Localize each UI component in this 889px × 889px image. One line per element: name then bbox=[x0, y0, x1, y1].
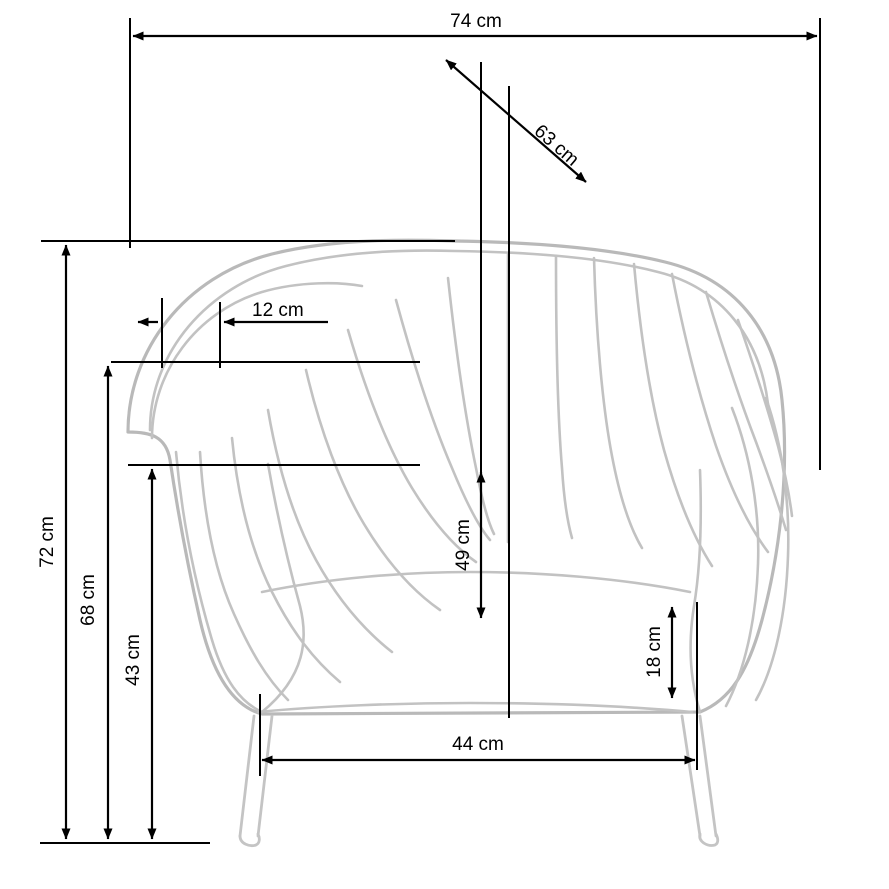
seat-cushion-line bbox=[260, 570, 692, 594]
dim-arrow-63 bbox=[445, 59, 587, 183]
front-right-leg-inner bbox=[680, 714, 702, 838]
tuft-line-right-3 bbox=[632, 262, 714, 568]
dim-label-backrest-height: 68 cm bbox=[78, 574, 99, 626]
tuft-line-right-6 bbox=[736, 318, 794, 518]
dimension-overall-height: 72 cm bbox=[37, 244, 71, 840]
dimension-overall-depth: 63 cm bbox=[445, 59, 587, 718]
left-armrest-inner bbox=[150, 281, 364, 440]
tuft-line-right-2 bbox=[592, 256, 644, 550]
right-armrest-outer bbox=[754, 396, 790, 702]
dimension-leg-height: 18 cm bbox=[644, 602, 698, 770]
dim-label-seat-width: 44 cm bbox=[452, 734, 504, 755]
seat-front-edge bbox=[256, 701, 694, 714]
tuft-line-left-7 bbox=[446, 276, 496, 536]
tuft-line-left-4 bbox=[304, 368, 442, 612]
dim-label-seat-back-height: 49 cm bbox=[453, 519, 474, 571]
dimension-backrest-height: 68 cm bbox=[78, 365, 113, 840]
dim-label-leg-height: 18 cm bbox=[644, 626, 665, 678]
front-right-leg bbox=[698, 714, 718, 838]
tuft-line-left-2 bbox=[230, 436, 342, 684]
chair-body-outline bbox=[126, 238, 787, 716]
seat-well-left bbox=[260, 462, 305, 714]
front-left-leg bbox=[238, 714, 256, 838]
tuft-line-left-3 bbox=[266, 408, 394, 654]
front-left-leg-foot bbox=[238, 832, 261, 847]
left-arm-lower-sweep bbox=[174, 450, 264, 714]
dimension-seat-back-height: 49 cm bbox=[453, 471, 486, 619]
dimension-armrest-width: 12 cm bbox=[137, 298, 328, 368]
dimension-overall-width: 74 cm bbox=[129, 11, 821, 470]
dim-label-overall-width: 74 cm bbox=[450, 11, 502, 32]
tuft-line-right-1 bbox=[554, 254, 574, 540]
front-right-leg-foot bbox=[698, 832, 720, 847]
tuft-line-right-4 bbox=[670, 272, 770, 554]
dimension-seat-width: 44 cm bbox=[259, 694, 696, 776]
right-armrest-inner bbox=[724, 406, 760, 708]
tuft-line-right-5 bbox=[704, 290, 788, 532]
front-left-leg-inner bbox=[256, 714, 274, 838]
dimension-armrest-height: 43 cm bbox=[123, 468, 157, 840]
tuft-line-left-5 bbox=[346, 328, 478, 564]
backrest-rim-line bbox=[148, 249, 770, 432]
dim-label-armrest-width: 12 cm bbox=[252, 300, 304, 321]
tuft-line-left-1 bbox=[198, 450, 290, 702]
dim-label-armrest-height: 43 cm bbox=[123, 634, 144, 686]
tuft-line-left-6 bbox=[394, 298, 492, 542]
dim-label-overall-depth: 63 cm bbox=[530, 121, 583, 171]
dim-label-overall-height: 72 cm bbox=[37, 516, 58, 568]
seat-well-right bbox=[689, 468, 703, 714]
